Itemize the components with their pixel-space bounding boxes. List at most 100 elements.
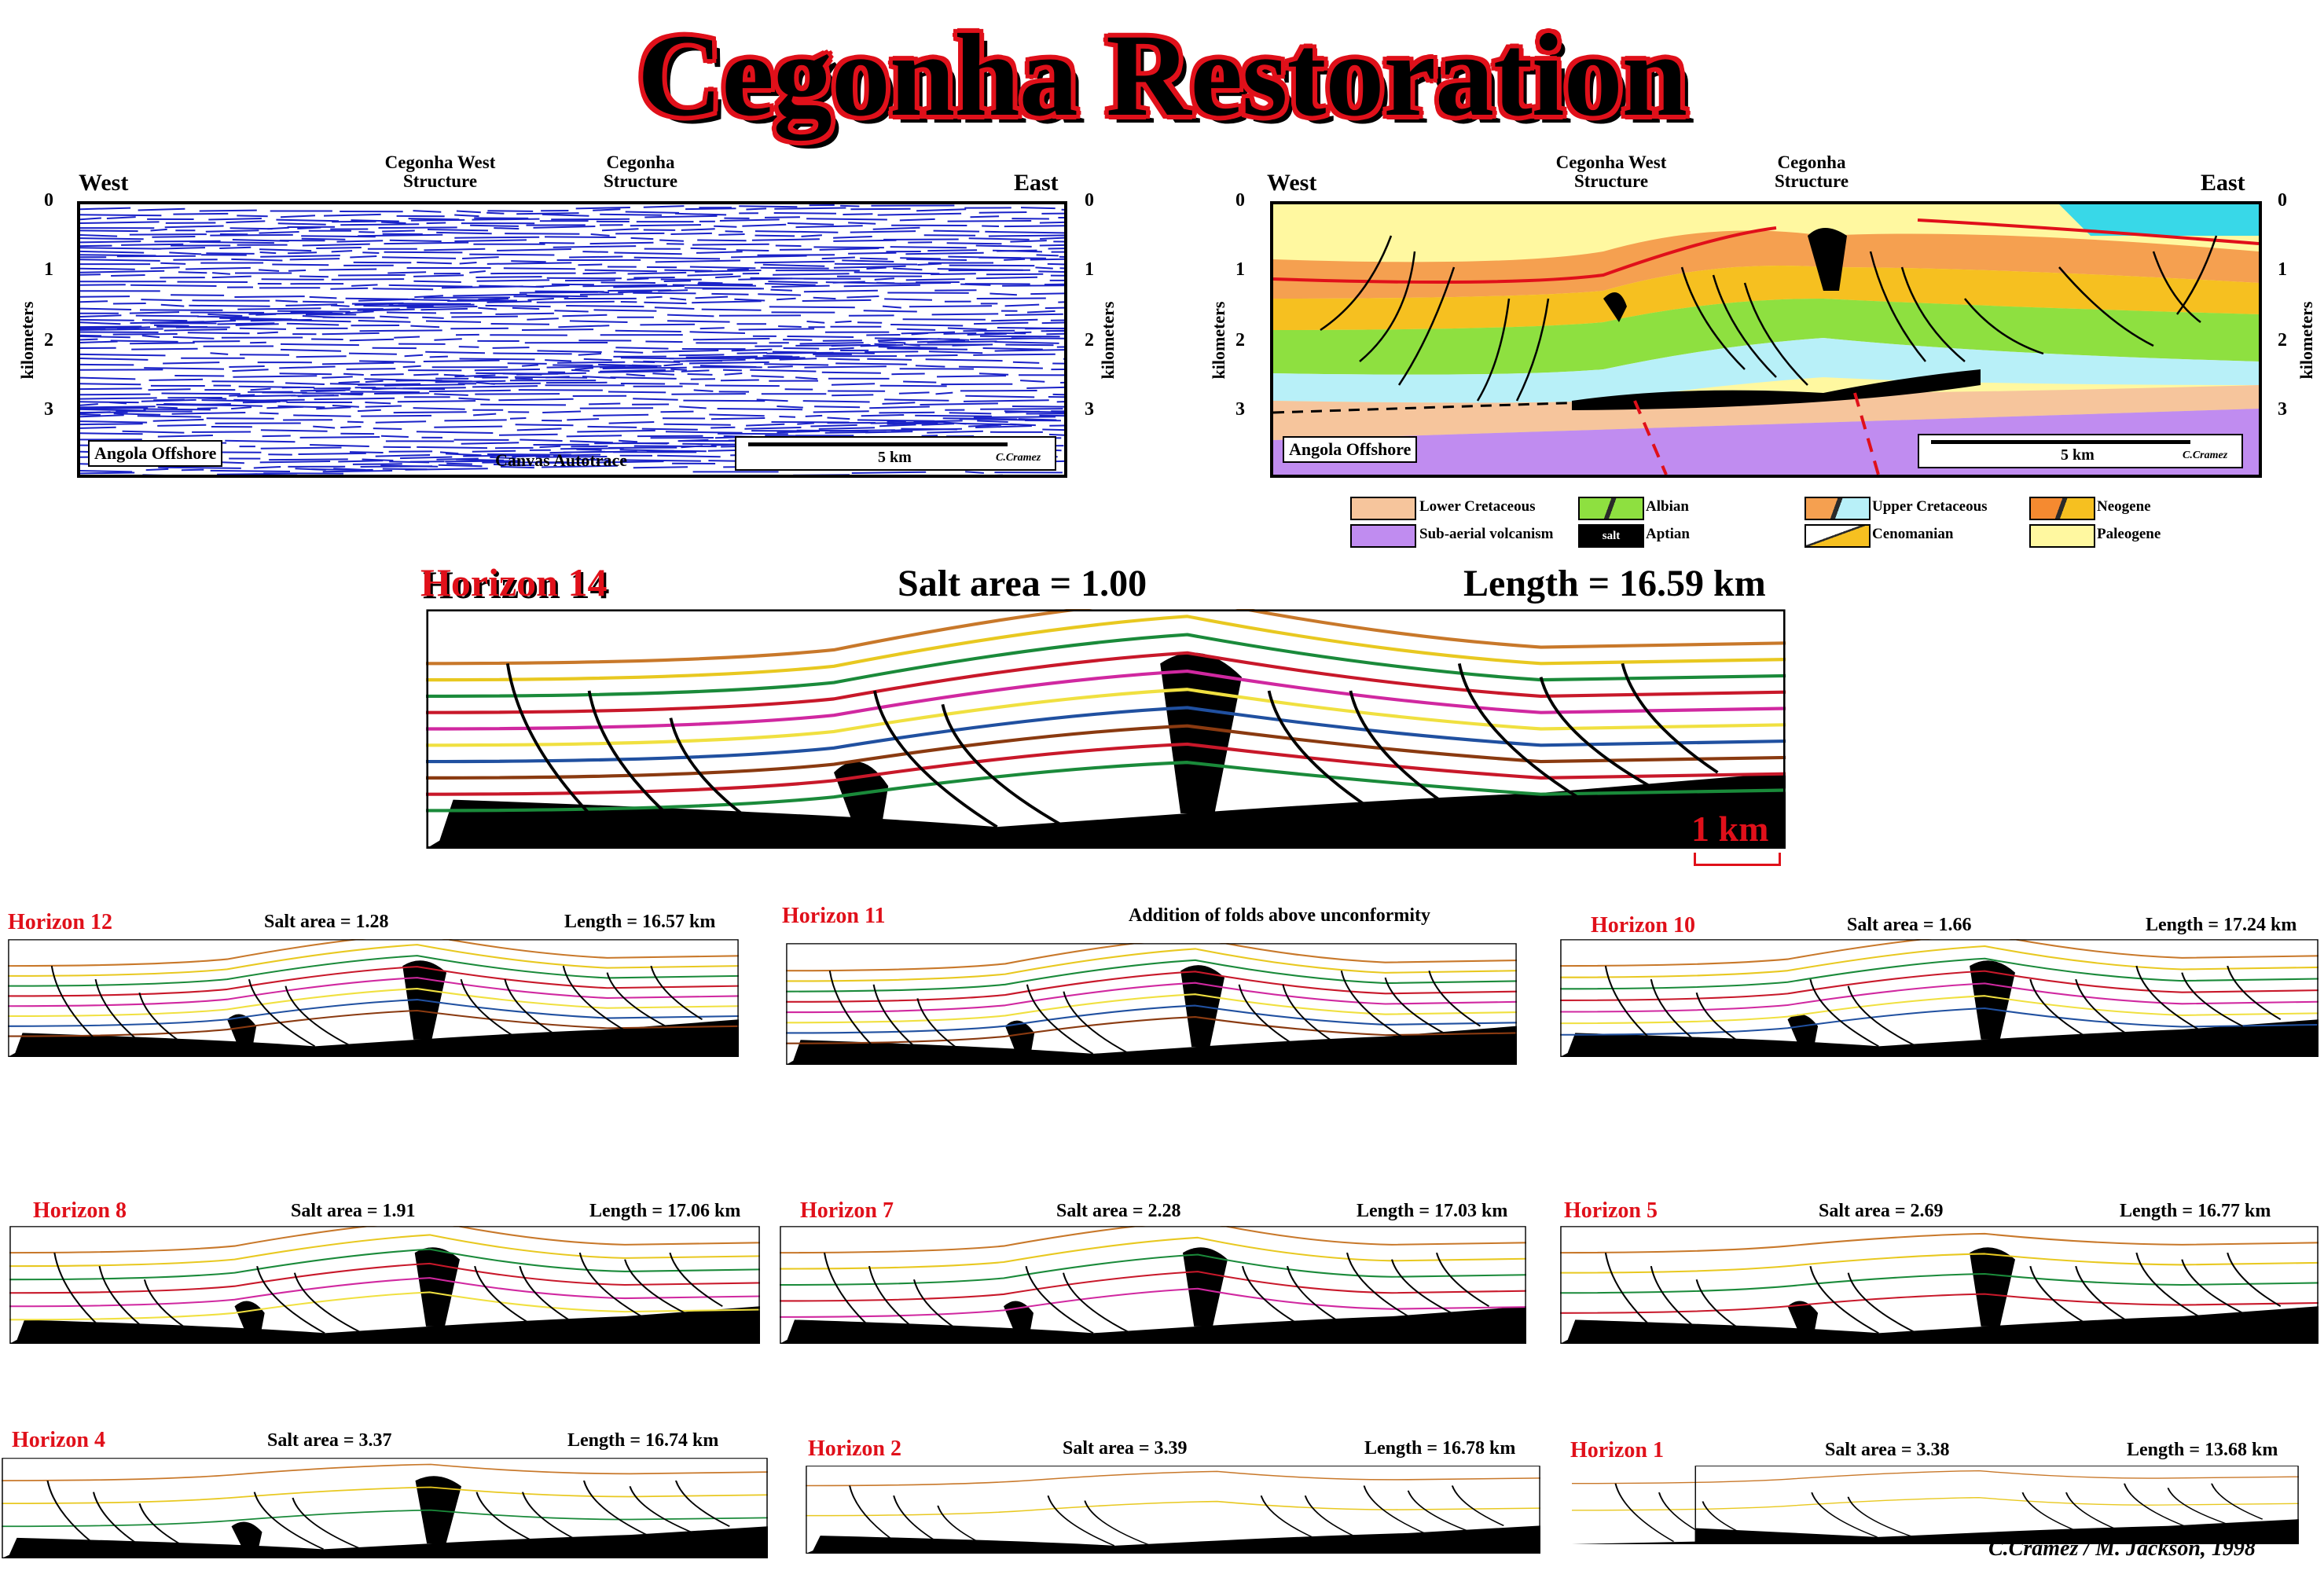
seismic-reflector-line xyxy=(80,306,1064,327)
horizon-line xyxy=(780,1226,1526,1254)
salt-diapir-west xyxy=(1603,292,1627,322)
horizon-line xyxy=(9,1291,760,1321)
fault-line xyxy=(1435,1252,1490,1308)
fault-line xyxy=(1614,1483,1675,1543)
seismic-reflector-line xyxy=(80,215,1064,226)
horizon-line xyxy=(426,669,1786,731)
credit: C.Cramez / M. Jackson, 1998 xyxy=(1988,1536,2256,1561)
horizon-line xyxy=(786,1015,1517,1044)
main-horizon-section xyxy=(426,609,1786,849)
horizon-line xyxy=(8,944,739,977)
seismic-reflector-line xyxy=(80,226,1064,237)
interp-scale-label: 5 km xyxy=(2061,446,2095,464)
fault-line xyxy=(1084,1500,1151,1547)
seismic-reflectors xyxy=(80,204,1064,475)
interp-tick-3: 3 xyxy=(1235,399,1245,420)
seismic-reflector-line xyxy=(80,223,1064,234)
horizon-line xyxy=(8,988,739,1018)
seismic-reflector-line xyxy=(80,288,1064,307)
horizon-10-length: Length = 17.24 km xyxy=(2146,915,2297,935)
fault-line xyxy=(912,1279,975,1341)
interp-tick-1: 1 xyxy=(1235,259,1245,280)
interp-tick-0-right: 0 xyxy=(2278,190,2287,211)
lower-cretaceous-layer xyxy=(1273,385,2259,440)
seismic-reflector-line xyxy=(80,284,1064,303)
fault-line xyxy=(53,1252,116,1341)
fault-line xyxy=(1286,1265,1348,1327)
seismic-axis-label: kilometers xyxy=(17,301,37,380)
fault-line xyxy=(1340,971,1408,1041)
horizon-5-salt-area: Salt area = 2.69 xyxy=(1819,1201,1944,1221)
fault-line xyxy=(2021,1492,2082,1533)
horizon-1-name: Horizon 1 xyxy=(1570,1438,1664,1462)
fault-line xyxy=(1539,677,1650,787)
horizon-line xyxy=(8,977,739,1007)
horizon-line xyxy=(780,1271,1526,1302)
fault-line xyxy=(521,1492,585,1544)
fault-line xyxy=(1702,1501,1762,1543)
legend-swatch-upper-cretaceous xyxy=(1804,497,1871,520)
horizon-line xyxy=(1572,1470,2299,1484)
seismic-reflector-line xyxy=(80,218,1064,230)
section-frame xyxy=(1694,1466,2299,1544)
seismic-west-label: West xyxy=(79,170,129,196)
section-frame xyxy=(1560,939,2318,1057)
horizon-line xyxy=(426,742,1786,796)
horizon-line xyxy=(8,939,739,967)
legend-swatch-neogene xyxy=(2029,497,2095,520)
horizon-2-section xyxy=(806,1466,1540,1554)
fault-line xyxy=(587,690,699,842)
legend-swatch-albian xyxy=(1578,497,1644,520)
fault-line xyxy=(2227,965,2282,1021)
fault-line xyxy=(868,1265,930,1341)
horizon-line xyxy=(8,955,739,987)
horizon-line xyxy=(426,688,1786,747)
fault-line xyxy=(823,1252,885,1341)
seismic-reflector-line xyxy=(80,310,1064,331)
legend-swatch-volcanism xyxy=(1350,524,1416,548)
seismic-reflector-line xyxy=(80,392,1063,411)
salt-basement xyxy=(9,1306,760,1344)
horizon-line xyxy=(806,1500,1540,1517)
horizon-line xyxy=(1560,1007,2318,1036)
horizon-line xyxy=(426,724,1786,780)
salt-diapir xyxy=(414,1247,460,1327)
horizon-11-section xyxy=(786,943,1517,1065)
horizon-line xyxy=(8,966,739,997)
interp-scale-box: 5 km C.Cramez xyxy=(1918,434,2243,468)
horizon-line xyxy=(780,1236,1526,1270)
interp-tick-1-right: 1 xyxy=(2278,259,2287,280)
interp-tick-2: 2 xyxy=(1235,330,1245,350)
horizon-5-section xyxy=(1560,1226,2318,1344)
horizon-line xyxy=(9,1234,760,1268)
fault-line xyxy=(1847,985,1918,1048)
horizon-10-salt-area: Salt area = 1.66 xyxy=(1847,915,1972,935)
section-frame xyxy=(780,1226,1526,1344)
fault-line xyxy=(1062,1272,1132,1334)
salt-basement xyxy=(2,1526,768,1558)
fault-line xyxy=(1604,965,1667,1054)
horizon-line xyxy=(2,1486,768,1505)
legend-aptian: Aptian xyxy=(1646,526,1690,542)
fault-line xyxy=(650,965,703,1021)
salt-basement xyxy=(1560,1306,2318,1344)
fault-line xyxy=(293,1272,363,1334)
legend-cenomanian: Cenomanian xyxy=(1872,526,1954,542)
fault-line xyxy=(828,971,889,1062)
fault-line xyxy=(92,1492,156,1556)
horizon-10-name: Horizon 10 xyxy=(1591,913,1695,938)
horizon-line xyxy=(1560,982,2318,1013)
fault-line xyxy=(1349,690,1460,815)
salt-basement xyxy=(786,1026,1517,1065)
fault-line xyxy=(582,1480,654,1539)
horizon-line xyxy=(1560,945,2318,978)
fault-line xyxy=(94,978,155,1054)
seismic-scale-label: 5 km xyxy=(878,449,912,466)
salt-diapir-west xyxy=(1787,1301,1819,1334)
main-horizon-drawing xyxy=(426,609,1786,849)
section-frame xyxy=(426,609,1786,849)
salt-body xyxy=(1572,369,1981,410)
fault-line xyxy=(1451,1485,1504,1526)
horizon-2-name: Horizon 2 xyxy=(808,1437,901,1461)
fault-line xyxy=(1282,984,1342,1048)
